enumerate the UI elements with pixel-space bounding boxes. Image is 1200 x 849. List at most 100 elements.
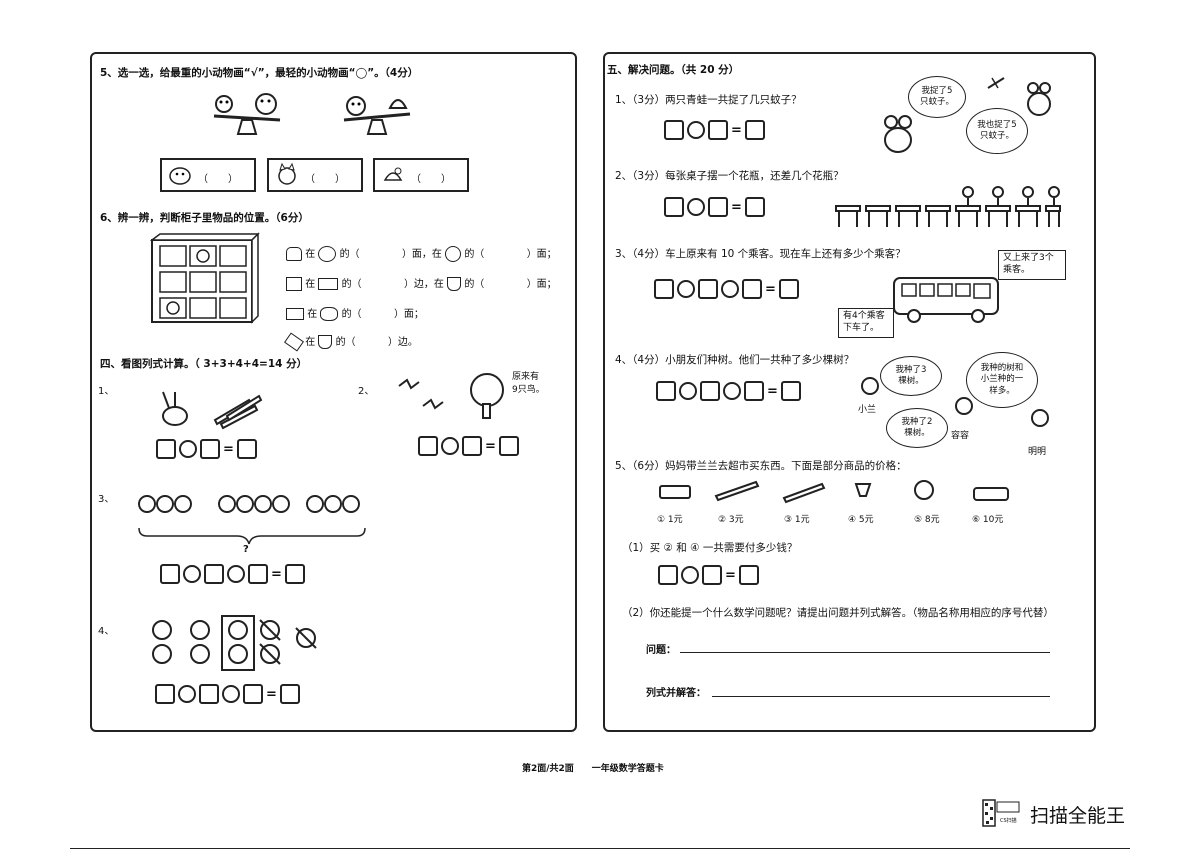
camscanner-brand-text: 扫描全能王 bbox=[1030, 805, 1126, 827]
rongrong-speech-bubble: 我种了2 棵树。 bbox=[886, 408, 948, 448]
s4-item-1-number: 1、 bbox=[98, 386, 115, 397]
answer-box[interactable] bbox=[243, 684, 263, 704]
p1-text: 1、（3分）两只青蛙一共捉了几只蚊子？ bbox=[615, 94, 802, 106]
operator-circle[interactable] bbox=[179, 440, 197, 458]
frog-icon bbox=[884, 115, 912, 153]
operator-circle[interactable] bbox=[721, 280, 739, 298]
operator-circle[interactable] bbox=[679, 382, 697, 400]
price-3: ③ 1元 bbox=[784, 515, 810, 525]
cat-answer-box[interactable]: （ ） bbox=[267, 158, 363, 192]
operator-circle[interactable] bbox=[723, 382, 741, 400]
answer-box[interactable] bbox=[462, 436, 482, 456]
mosquito-icon bbox=[987, 77, 1005, 89]
bus-note-boarding: 又上来了3个 乘客。 bbox=[998, 250, 1066, 280]
answer-box[interactable] bbox=[160, 564, 180, 584]
q5-title: 5、选一选，给最重的小动物画“√”，最轻的小动物画“◯”。（4分） bbox=[100, 67, 419, 79]
answer-box[interactable] bbox=[284, 564, 305, 584]
answer-box[interactable] bbox=[698, 279, 718, 299]
operator-circle[interactable] bbox=[178, 685, 196, 703]
question-answer-line[interactable] bbox=[680, 652, 1050, 653]
solution-answer-line[interactable] bbox=[712, 696, 1050, 697]
bus-note-alighting: 有4个乘客 下车了。 bbox=[838, 308, 894, 338]
answer-box[interactable] bbox=[742, 279, 762, 299]
answer-box[interactable] bbox=[658, 565, 678, 585]
answer-box[interactable] bbox=[236, 439, 257, 459]
p4-text: 4、（4分）小朋友们种树。他们一共种了多少棵树？ bbox=[615, 354, 855, 366]
answer-box[interactable] bbox=[204, 564, 224, 584]
answer-box[interactable] bbox=[199, 684, 219, 704]
answer-box[interactable] bbox=[708, 197, 728, 217]
answer-box[interactable] bbox=[279, 684, 300, 704]
operator-circle[interactable] bbox=[222, 685, 240, 703]
operator-circle[interactable] bbox=[227, 565, 245, 583]
answer-box[interactable] bbox=[664, 197, 684, 217]
q6-row-3: 在 的（ ）面； bbox=[286, 305, 424, 321]
answer-box[interactable] bbox=[248, 564, 268, 584]
answer-box[interactable] bbox=[656, 381, 676, 401]
p3-equation: = bbox=[654, 279, 799, 299]
p1-equation: = bbox=[664, 120, 765, 140]
operator-circle[interactable] bbox=[687, 121, 705, 139]
shuttlecock-icon bbox=[318, 335, 333, 349]
s4-item-4-equation: = bbox=[155, 684, 300, 704]
s4-item-4-number: 4、 bbox=[98, 626, 115, 637]
answer-box[interactable] bbox=[200, 439, 220, 459]
section-4-title: 四、看图列式计算。（ 3+3+4+4=14 分） bbox=[100, 358, 308, 370]
answer-box[interactable] bbox=[744, 381, 764, 401]
answer-box[interactable] bbox=[156, 439, 176, 459]
operator-circle[interactable] bbox=[687, 198, 705, 216]
price-2: ② 3元 bbox=[718, 515, 744, 525]
toy-car-icon bbox=[286, 308, 304, 320]
right-panel bbox=[603, 52, 1096, 732]
p5-text: 5、（6分）妈妈带兰兰去超市买东西。下面是部分商品的价格： bbox=[615, 460, 907, 472]
answer-box[interactable] bbox=[778, 279, 799, 299]
seesaw-1-illustration bbox=[213, 93, 281, 135]
products-illustration bbox=[659, 480, 1009, 504]
answer-box[interactable] bbox=[780, 381, 801, 401]
operator-circle[interactable] bbox=[681, 566, 699, 584]
answer-box[interactable] bbox=[744, 120, 765, 140]
p3-text: 3、（4分）车上原来有 10 个乘客。现在车上还有多少个乘客？ bbox=[615, 248, 906, 260]
s4-item-2-number: 2、 bbox=[358, 386, 375, 397]
answer-box[interactable] bbox=[738, 565, 759, 585]
s4-item-3-number: 3、 bbox=[98, 494, 115, 505]
answer-box[interactable] bbox=[498, 436, 519, 456]
bottle-icon bbox=[284, 332, 304, 352]
name-xiaolan: 小兰 bbox=[858, 405, 877, 415]
p2-text: 2、（3分）每张桌子摆一个花瓶，还差几个花瓶？ bbox=[615, 170, 844, 182]
kitty-icon bbox=[318, 246, 337, 262]
operator-circle[interactable] bbox=[183, 565, 201, 583]
p5-sub2: （2）你还能提一个什么数学问题呢？请提出问题并列式解答。（物品名称用相应的序号代… bbox=[622, 607, 1054, 619]
s4-item-3-equation: = bbox=[160, 564, 305, 584]
answer-box[interactable] bbox=[418, 436, 438, 456]
chicken-answer-box[interactable]: （ ） bbox=[373, 158, 469, 192]
p5-equation: = bbox=[658, 565, 759, 585]
tables-vases-illustration bbox=[835, 186, 1061, 227]
p5-sub1: （1）买 ② 和 ④ 一共需要付多少钱？ bbox=[622, 542, 798, 554]
dog-icon bbox=[169, 167, 191, 185]
operator-circle[interactable] bbox=[441, 437, 459, 455]
frog-2-speech-bubble: 我也捉了5 只蚊子。 bbox=[966, 108, 1028, 154]
s4-item-1-equation: = bbox=[156, 439, 257, 459]
name-mingming: 明明 bbox=[1028, 447, 1047, 457]
dog-answer-box[interactable]: （ ） bbox=[160, 158, 256, 192]
answer-box[interactable] bbox=[700, 381, 720, 401]
chicken-icon bbox=[383, 167, 403, 181]
answer-box[interactable] bbox=[155, 684, 175, 704]
mingming-speech-bubble: 我种的树和 小兰种的一 样多。 bbox=[966, 352, 1038, 408]
left-panel bbox=[90, 52, 577, 732]
dog-paren: （ ） bbox=[198, 174, 238, 185]
answer-box[interactable] bbox=[744, 197, 765, 217]
answer-box[interactable] bbox=[654, 279, 674, 299]
name-rongrong: 容容 bbox=[951, 431, 970, 441]
child-face-icon bbox=[861, 377, 879, 395]
birds-tree-illustration bbox=[398, 373, 504, 419]
solution-label: 列式并解答： bbox=[646, 688, 706, 699]
chicken-paren: （ ） bbox=[411, 174, 451, 185]
answer-box[interactable] bbox=[664, 120, 684, 140]
operator-circle[interactable] bbox=[677, 280, 695, 298]
camscanner-small-text: CS扫描 bbox=[1000, 818, 1017, 824]
answer-box[interactable] bbox=[708, 120, 728, 140]
answer-box[interactable] bbox=[702, 565, 722, 585]
child-face-icon bbox=[955, 397, 973, 415]
